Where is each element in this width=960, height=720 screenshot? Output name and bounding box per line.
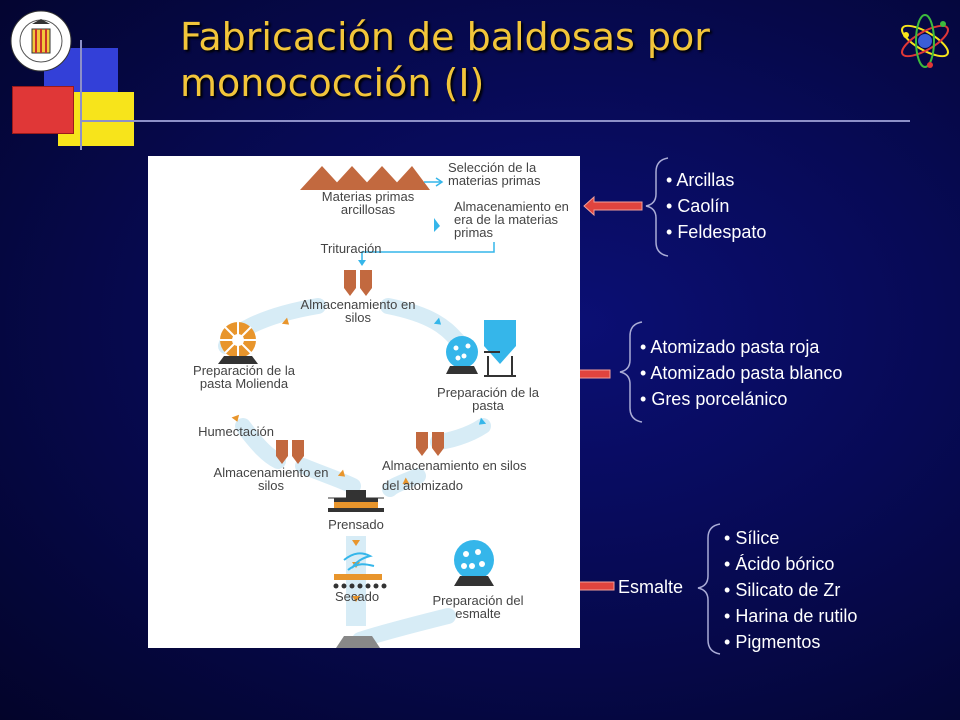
label-trituracion: Trituración bbox=[320, 241, 382, 256]
label-almacen-silos-1: Almacenamiento en silos bbox=[300, 297, 416, 325]
list-item: Arcillas bbox=[666, 167, 766, 193]
glaze-mill-icon bbox=[454, 540, 494, 586]
red-arrow-icon bbox=[580, 369, 611, 379]
list-item: Silicato de Zr bbox=[724, 577, 857, 603]
label-almacen-silos-2: Almacenamiento en silos bbox=[213, 465, 329, 493]
red-arrow-icon bbox=[580, 581, 615, 591]
deco-red-square bbox=[12, 86, 74, 134]
raw-material-piles-icon bbox=[300, 166, 430, 190]
list-item: Atomizado pasta blanco bbox=[640, 360, 842, 386]
label-esmalte: Esmalte bbox=[618, 577, 684, 597]
list-pasta: Atomizado pasta roja Atomizado pasta bla… bbox=[640, 334, 842, 412]
press-icon bbox=[328, 490, 384, 512]
list-item: Atomizado pasta roja bbox=[640, 334, 842, 360]
atom-icon bbox=[894, 10, 956, 72]
label-seleccion: Selección de la materias primas bbox=[448, 160, 541, 188]
red-arrow-icon bbox=[583, 195, 643, 217]
page-title: Fabricación de baldosas por monococción … bbox=[180, 15, 710, 105]
title-underline bbox=[80, 120, 910, 122]
label-materias-primas: Materias primas arcillosas bbox=[321, 189, 415, 217]
label-secado: Secado bbox=[334, 589, 380, 604]
label-almacen-atomizado: Almacenamiento en silos del atomizado bbox=[382, 458, 527, 493]
label-prep-pasta: Preparación de la pasta bbox=[437, 385, 539, 413]
label-almacen-era: Almacenamiento en era de la materias pri… bbox=[454, 199, 569, 240]
list-item: Ácido bórico bbox=[724, 551, 857, 577]
list-item: Harina de rutilo bbox=[724, 603, 857, 629]
label-prensado: Prensado bbox=[328, 517, 384, 532]
label-humectacion: Humectación bbox=[198, 424, 274, 439]
list-item: Gres porcelánico bbox=[640, 386, 842, 412]
annotation-graphics bbox=[580, 157, 721, 655]
label-prep-esmalte: Preparación del esmalte bbox=[432, 593, 524, 621]
label-prep-molienda: Preparación de la pasta Molienda bbox=[193, 363, 295, 391]
list-item: Feldespato bbox=[666, 219, 766, 245]
list-esmalte: Sílice Ácido bórico Silicato de Zr Harin… bbox=[724, 525, 857, 655]
process-diagram: Materias primas arcillosas Selección de … bbox=[148, 156, 580, 648]
storage-silos-icon bbox=[276, 432, 444, 464]
dryer-icon bbox=[333, 552, 387, 589]
ball-mill-icon bbox=[218, 322, 258, 364]
list-materias: Arcillas Caolín Feldespato bbox=[666, 167, 766, 245]
spray-dryer-icon bbox=[446, 320, 516, 377]
list-item: Sílice bbox=[724, 525, 857, 551]
storage-silos-icon bbox=[344, 270, 372, 296]
process-diagram-graphics bbox=[218, 166, 516, 648]
deco-vertical-line bbox=[80, 40, 82, 150]
list-item: Caolín bbox=[666, 193, 766, 219]
list-item: Pigmentos bbox=[724, 629, 857, 655]
university-seal-icon bbox=[10, 10, 72, 72]
